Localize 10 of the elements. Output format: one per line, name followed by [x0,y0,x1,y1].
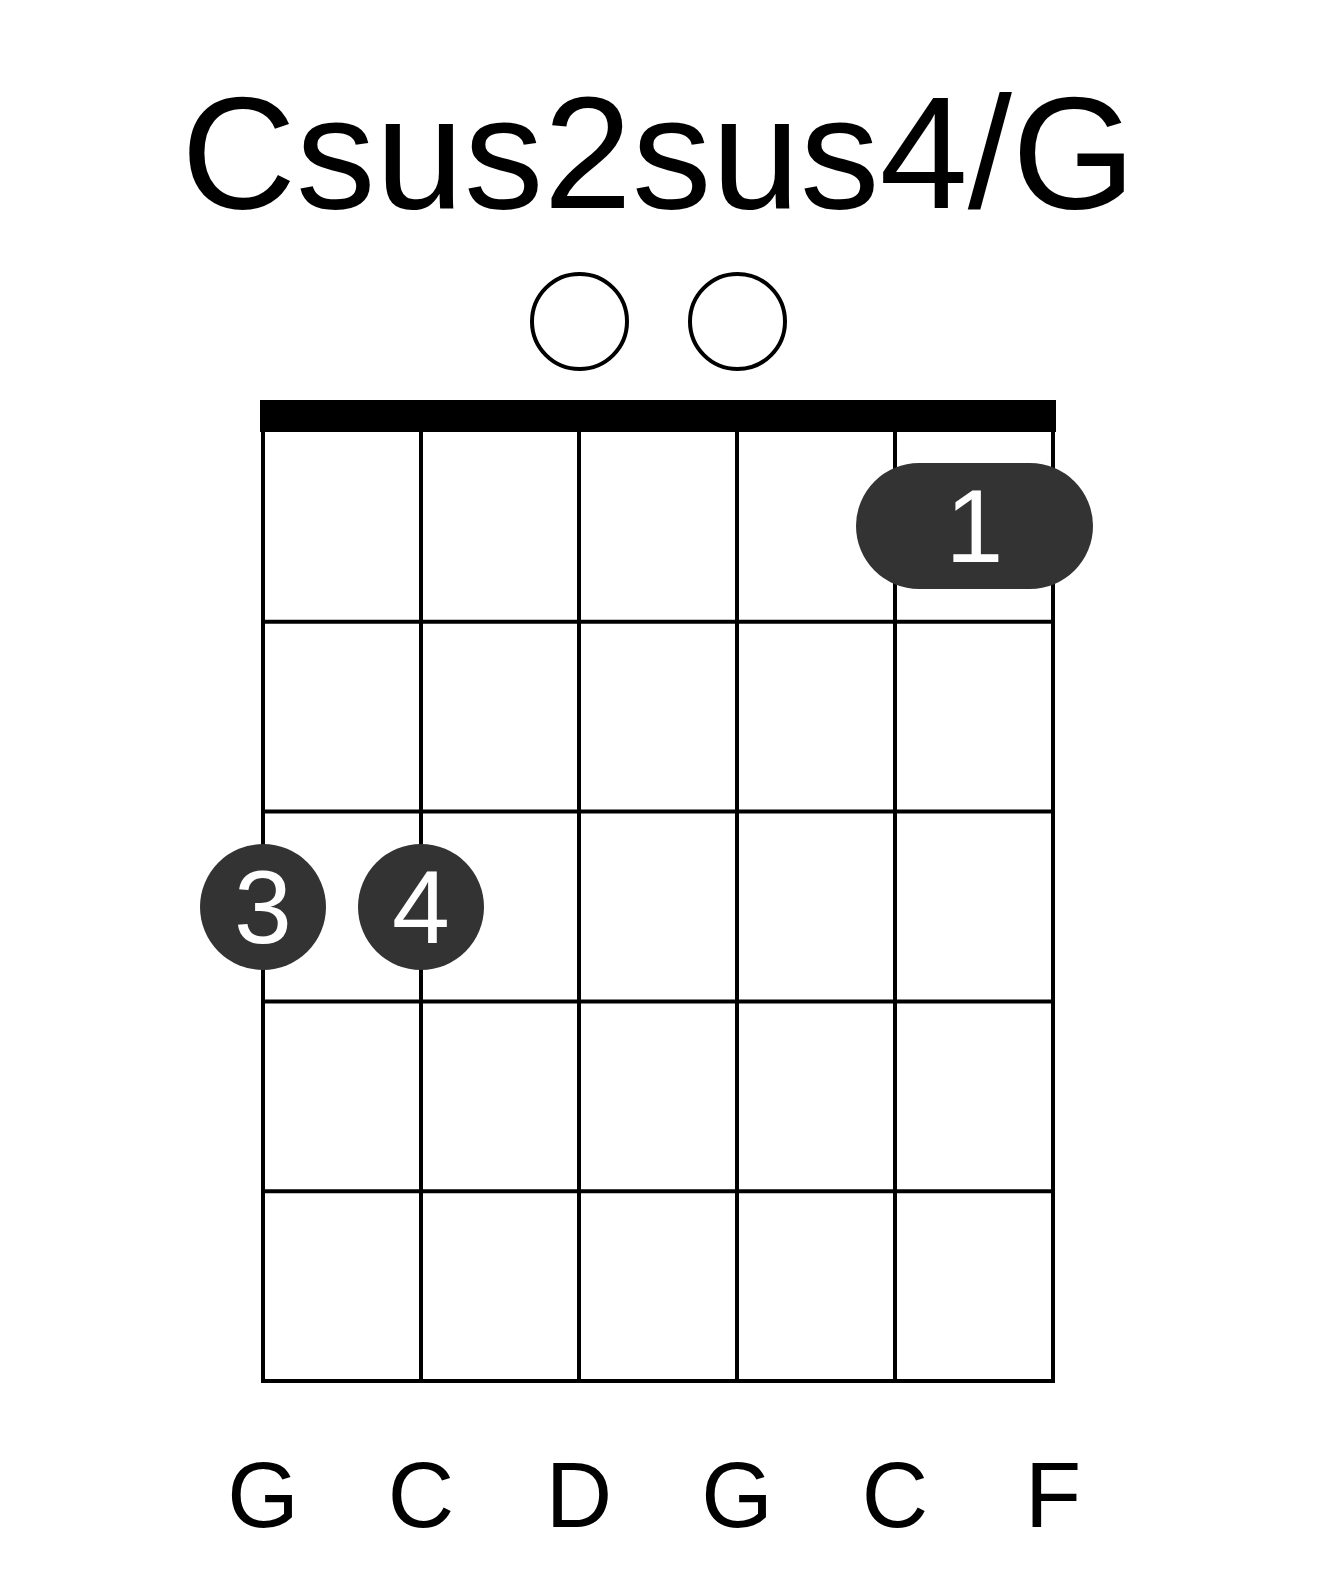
string-name: C [861,1449,929,1541]
string-name: D [545,1449,613,1541]
string-name: G [701,1449,773,1541]
finger-number: 1 [945,474,1004,578]
finger-number: 3 [234,855,292,959]
string-name: C [387,1449,455,1541]
string-name: F [1024,1449,1082,1541]
finger-number: 4 [392,855,450,959]
chord-title: Csus2sus4/G [181,74,1136,233]
string-name: G [227,1449,299,1541]
